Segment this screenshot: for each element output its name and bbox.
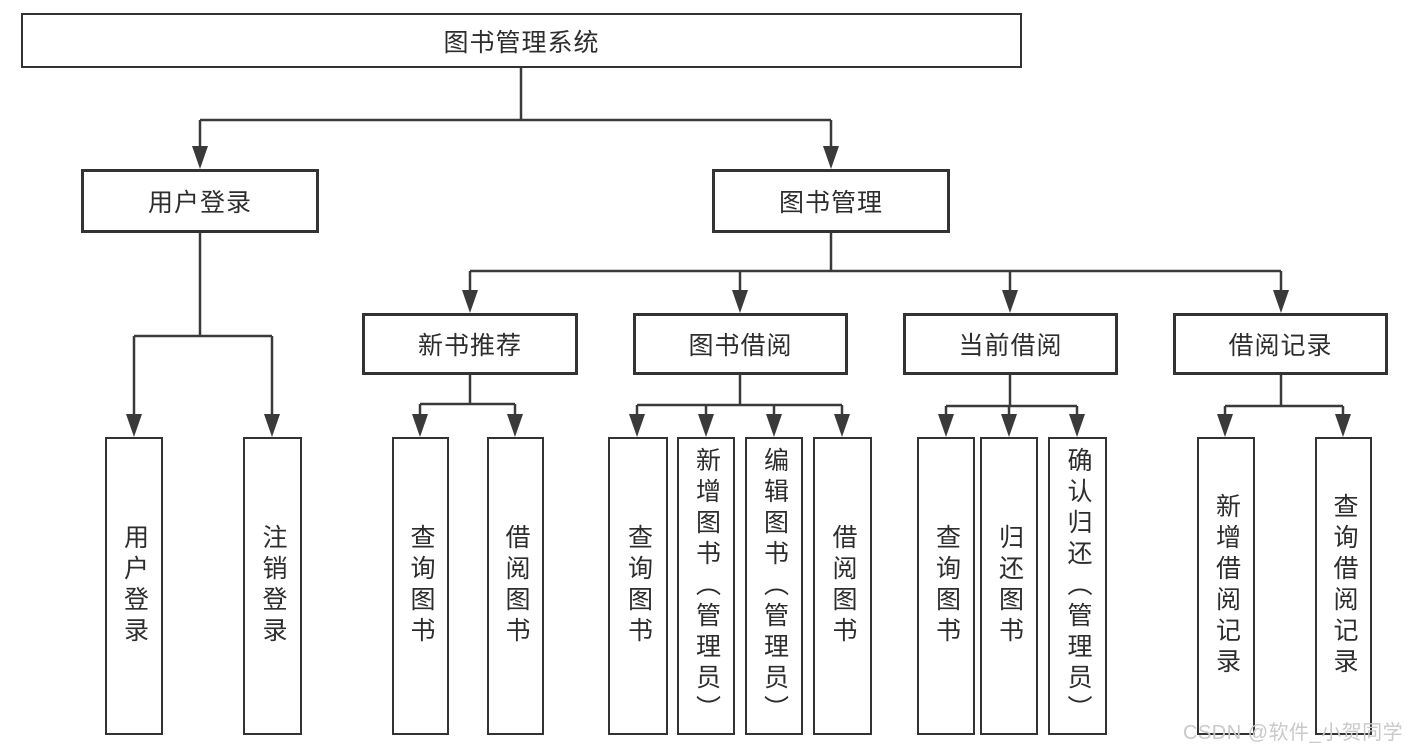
arrowhead-icon (1273, 290, 1289, 313)
leaf-borrow-books-recommend: 借阅图书 (487, 437, 544, 735)
node-label: 用户登录 (147, 189, 252, 217)
arrowhead-icon (1217, 414, 1233, 437)
node-label: 新书推荐 (417, 332, 522, 360)
arrowhead-icon (264, 414, 280, 437)
leaf-label: 确认归还（管理员） (1064, 446, 1092, 726)
node-new-book-recommendation: 新书推荐 (362, 313, 578, 375)
arrowhead-icon (1002, 290, 1018, 313)
leaf-label: 借阅图书 (502, 524, 530, 648)
arrowhead-icon (732, 290, 748, 313)
arrowhead-icon (126, 414, 142, 437)
arrowhead-icon (938, 414, 954, 437)
leaf-add-books-admin: 新增图书（管理员） (677, 437, 735, 735)
arrowhead-icon (823, 146, 839, 169)
node-label: 图书管理系统 (443, 28, 600, 57)
leaf-label: 查询图书 (932, 524, 961, 648)
leaf-user-login: 用户登录 (105, 437, 163, 735)
node-label: 借阅记录 (1228, 332, 1333, 360)
leaf-edit-books-admin: 编辑图书（管理员） (745, 437, 803, 735)
arrowhead-icon (1001, 414, 1017, 437)
arrowhead-icon (629, 414, 645, 437)
node-label: 图书借阅 (688, 332, 793, 360)
node-book-management: 图书管理 (712, 169, 950, 233)
leaf-label: 归还图书 (995, 524, 1024, 648)
leaf-label: 借阅图书 (829, 524, 857, 648)
arrowhead-icon (766, 414, 782, 437)
node-book-borrowing: 图书借阅 (633, 313, 848, 375)
node-user-login: 用户登录 (81, 169, 319, 233)
leaf-borrow-books: 借阅图书 (813, 437, 872, 735)
leaf-label: 用户登录 (120, 524, 149, 648)
csdn-watermark: CSDN @软件_小贺同学 (1183, 722, 1404, 744)
leaf-add-borrow-record: 新增借阅记录 (1197, 437, 1255, 735)
leaf-label: 新增图书（管理员） (692, 446, 721, 726)
leaf-confirm-return-admin: 确认归还（管理员） (1048, 437, 1107, 735)
arrowhead-icon (834, 414, 850, 437)
arrowhead-icon (192, 146, 208, 169)
leaf-return-books: 归还图书 (980, 437, 1038, 735)
node-label: 当前借阅 (958, 332, 1063, 360)
arrowhead-icon (507, 414, 523, 437)
arrowhead-icon (1335, 414, 1351, 437)
node-borrowing-records: 借阅记录 (1173, 313, 1388, 375)
leaf-query-books-recommend: 查询图书 (392, 437, 449, 735)
node-current-borrowing: 当前借阅 (903, 313, 1118, 375)
arrowhead-icon (1069, 414, 1085, 437)
leaf-label: 编辑图书（管理员） (760, 446, 789, 726)
leaf-query-books-borrow: 查询图书 (608, 437, 668, 735)
leaf-label: 注销登录 (259, 524, 287, 648)
leaf-label: 查询借阅记录 (1330, 493, 1358, 679)
leaf-query-borrow-record: 查询借阅记录 (1315, 437, 1372, 735)
node-label: 图书管理 (778, 189, 883, 217)
connector-path (132, 68, 1345, 420)
node-library-management-system: 图书管理系统 (21, 13, 1022, 68)
leaf-label: 查询图书 (624, 524, 653, 648)
leaf-query-books-current: 查询图书 (917, 437, 975, 735)
arrowhead-icon (412, 414, 428, 437)
leaf-label: 查询图书 (407, 524, 435, 648)
leaf-logout: 注销登录 (243, 437, 302, 735)
leaf-label: 新增借阅记录 (1212, 493, 1241, 679)
arrowhead-icon (698, 414, 714, 437)
arrowhead-icon (462, 290, 478, 313)
